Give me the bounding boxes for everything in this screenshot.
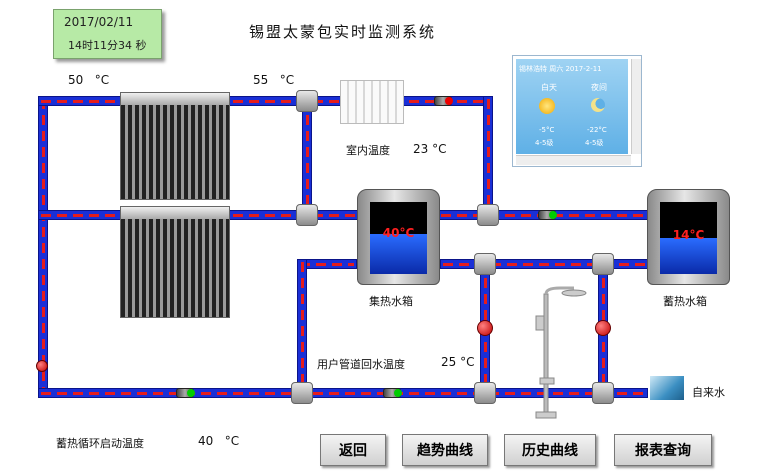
weather-day-temp: -5°C: [539, 126, 555, 134]
page-title: 锡盟太蒙包实时监测系统: [249, 23, 437, 41]
valve-bottom-left: [176, 388, 195, 398]
date-text: 2017/02/11: [64, 15, 134, 29]
pipe-top: [38, 96, 493, 106]
history-curve-button[interactable]: 历史曲线: [504, 434, 596, 466]
tee-fitting: [296, 204, 318, 226]
tap-water-icon: [650, 376, 684, 400]
pipe-right-upper: [483, 96, 493, 220]
report-query-button[interactable]: 报表查询: [614, 434, 712, 466]
storage-tank-temp: 14°C: [672, 228, 705, 242]
tee-fitting: [592, 253, 614, 275]
pipe-bottom: [38, 388, 648, 398]
tee-fitting: [291, 382, 313, 404]
radiator: [340, 80, 404, 124]
weather-day-label: 白天: [541, 83, 557, 92]
pump: [477, 320, 493, 336]
tee-fitting: [474, 382, 496, 404]
tap-water-label: 自来水: [692, 386, 725, 399]
valve-bottom-mid: [383, 388, 402, 398]
trend-curve-button[interactable]: 趋势曲线: [402, 434, 488, 466]
tee-fitting: [296, 90, 318, 112]
collector-tank-temp: 40°C: [382, 226, 415, 240]
tee-fitting: [592, 382, 614, 404]
time-text: 14时11分34 秒: [68, 39, 147, 52]
back-button[interactable]: 返回: [320, 434, 386, 466]
collector-tank: 40°C: [357, 189, 440, 285]
indoor-temp-label: 室内温度: [346, 144, 390, 157]
datetime-panel: 2017/02/11 14时11分34 秒: [53, 9, 162, 59]
tee-fitting: [474, 253, 496, 275]
pipe-user-left: [297, 259, 307, 398]
start-temp-label: 蓄热循环启动温度: [56, 437, 144, 450]
weather-scrollbar-horizontal[interactable]: [516, 155, 631, 165]
weather-scrollbar-vertical[interactable]: [631, 59, 641, 154]
solar-collector-upper: [120, 92, 230, 200]
weather-night-label: 夜间: [591, 83, 607, 92]
weather-day-wind: 4-5级: [535, 139, 554, 147]
pipe-left-main: [38, 96, 48, 398]
sun-icon: [539, 98, 555, 114]
return-temp-value: 25 °C: [441, 355, 475, 369]
pipe-collector-drop: [302, 96, 312, 216]
valve-middle: [538, 210, 557, 220]
weather-night-temp: -22°C: [587, 126, 607, 134]
weather-widget: 锡林浩特 周六 2017-2-11 白天 夜间 -5°C -22°C 4-5级 …: [512, 55, 642, 167]
weather-night-wind: 4-5级: [585, 139, 604, 147]
pump: [595, 320, 611, 336]
valve-top: [434, 96, 453, 106]
tee-fitting: [477, 204, 499, 226]
return-temp-label: 用户管道回水温度: [317, 358, 405, 371]
pipe-tank-link: [440, 259, 660, 269]
collector-out-temp: 55 °C: [253, 73, 295, 87]
solar-collector-lower: [120, 206, 230, 318]
start-temp-value: 40 °C: [198, 434, 240, 448]
indoor-temp-value: 23 °C: [413, 142, 447, 156]
pump: [36, 360, 48, 372]
collector-tank-label: 集热水箱: [369, 295, 413, 308]
weather-header: 锡林浩特 周六 2017-2-11: [519, 65, 602, 73]
moon-icon: [591, 98, 605, 112]
shower-icon: [530, 286, 590, 426]
collector-top-temp: 50 °C: [68, 73, 110, 87]
storage-tank: 14°C: [647, 189, 730, 285]
storage-tank-label: 蓄热水箱: [663, 295, 707, 308]
